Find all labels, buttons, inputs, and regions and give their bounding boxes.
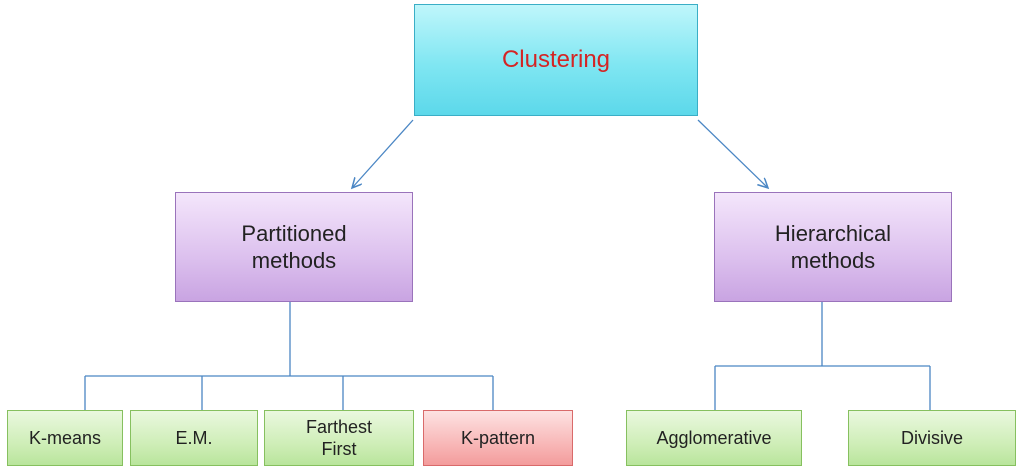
arrow-root-to-partitioned bbox=[352, 119, 414, 188]
leaf-node-em: E.M. bbox=[130, 410, 258, 466]
hierarchical-connector bbox=[714, 302, 931, 410]
leaf-label-divisive: Divisive bbox=[900, 427, 963, 448]
leaf-label-kmeans: K-means bbox=[28, 427, 102, 448]
leaf-node-agglomerative: Agglomerative bbox=[626, 410, 802, 466]
leaf-label-em: E.M. bbox=[175, 427, 213, 448]
category-label-hierarchical: Hierarchical methods bbox=[774, 220, 892, 274]
leaf-label-agglomerative: Agglomerative bbox=[656, 427, 772, 448]
arrow-root-to-hierarchical bbox=[697, 119, 768, 188]
root-node-clustering: Clustering bbox=[414, 4, 698, 116]
root-label: Clustering bbox=[501, 46, 611, 73]
leaf-label-kpattern: K-pattern bbox=[460, 427, 536, 448]
leaf-label-farthest-first: Farthest First bbox=[305, 416, 373, 460]
partitioned-connector bbox=[84, 302, 494, 410]
leaf-node-kpattern: K-pattern bbox=[423, 410, 573, 466]
category-node-partitioned: Partitioned methods bbox=[175, 192, 413, 302]
leaf-node-divisive: Divisive bbox=[848, 410, 1016, 466]
leaf-node-farthest-first: Farthest First bbox=[264, 410, 414, 466]
category-label-partitioned: Partitioned methods bbox=[241, 220, 347, 274]
category-node-hierarchical: Hierarchical methods bbox=[714, 192, 952, 302]
leaf-node-kmeans: K-means bbox=[7, 410, 123, 466]
